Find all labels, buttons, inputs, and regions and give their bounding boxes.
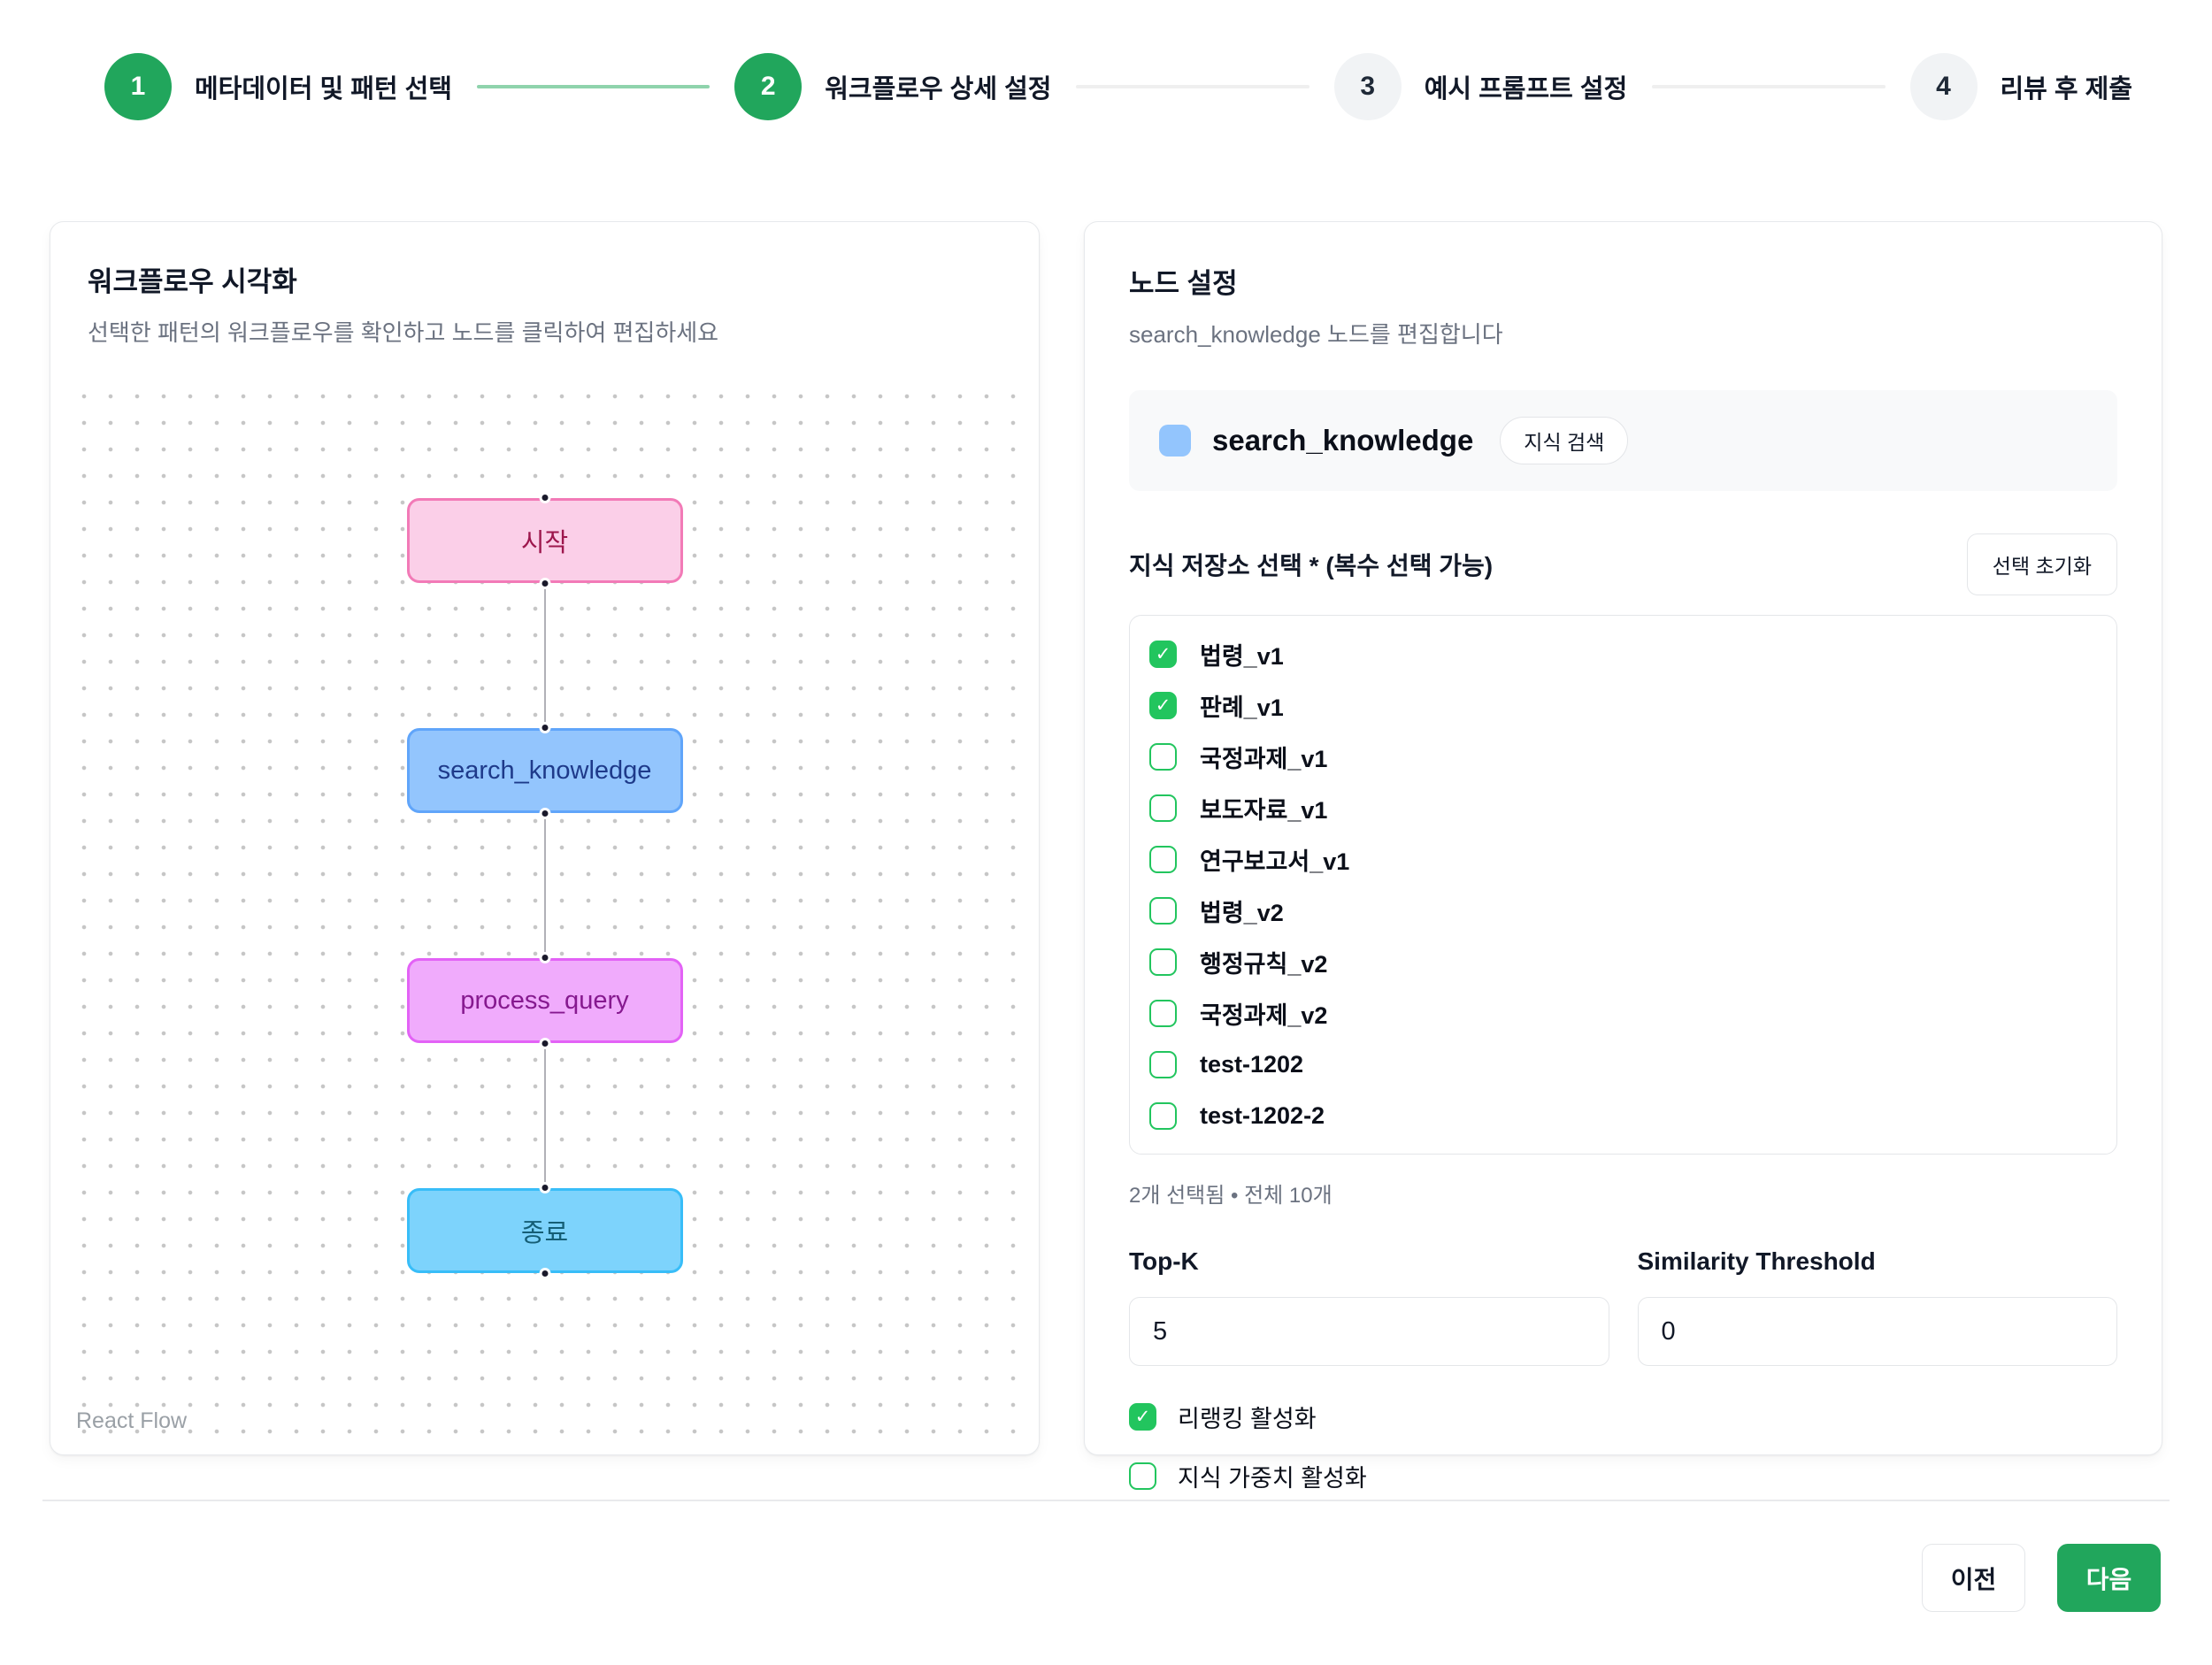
option-label: 법령_v2 [1200, 899, 1284, 926]
node-settings-subtitle: search_knowledge 노드를 편집합니다 [1129, 321, 1503, 348]
option-label: 보도자료_v1 [1200, 796, 1328, 824]
flow-node-search-knowledge[interactable]: search_knowledge [406, 722, 683, 819]
next-button[interactable]: 다음 [2057, 1544, 2161, 1612]
checkbox[interactable]: ✓ [1149, 1050, 1177, 1078]
checkbox[interactable]: ✓ [1149, 1101, 1177, 1130]
knowledge-store-option[interactable]: ✓ test-1202-2 [1149, 1090, 2097, 1141]
check-icon: ✓ [1155, 694, 1171, 716]
option-label: test-1202 [1200, 1050, 1304, 1078]
footer-divider [42, 1500, 2170, 1501]
flow-node-start[interactable]: 시작 [406, 492, 683, 589]
checkbox[interactable]: ✓ [1149, 948, 1177, 976]
option-label: 법령_v1 [1200, 642, 1284, 670]
edge-start-search[interactable] [543, 583, 546, 730]
check-icon: ✓ [1134, 1407, 1151, 1427]
node-settings-title: 노드 설정 [1129, 268, 1238, 299]
checkbox[interactable]: ✓ [1149, 691, 1177, 719]
workflow-panel-subtitle: 선택한 패턴의 워크플로우를 확인하고 노드를 클릭하여 편집하세요 [88, 319, 719, 346]
knowledge-store-option[interactable]: ✓ 법령_v2 [1149, 885, 2097, 936]
knowledge-store-section-label: 지식 저장소 선택 * (복수 선택 가능) [1129, 552, 1494, 579]
node-type-badge: 지식 검색 [1500, 417, 1629, 464]
step-label: 메타데이터 및 패턴 선택 [195, 75, 452, 104]
stepper-connector [1076, 85, 1310, 88]
step-label: 리뷰 후 제출 [2000, 75, 2133, 104]
node-label: search_knowledge [437, 756, 652, 785]
previous-button[interactable]: 이전 [1922, 1544, 2025, 1612]
topk-label: Top-K [1129, 1247, 1199, 1275]
node-handle-bottom[interactable] [539, 1268, 550, 1279]
checkbox[interactable]: ✓ [1149, 845, 1177, 873]
stepper-step-2[interactable]: 2 워크플로우 상세 설정 [734, 53, 1051, 120]
knowledge-store-option[interactable]: ✓ 법령_v1 [1149, 628, 2097, 679]
option-label: 연구보고서_v1 [1200, 848, 1350, 875]
node-handle-top[interactable] [539, 492, 550, 503]
checkbox[interactable]: ✓ [1149, 896, 1177, 925]
flow-node-process-query[interactable]: process_query [406, 952, 683, 1049]
selected-node-name: search_knowledge [1212, 424, 1474, 457]
edge-search-process[interactable] [543, 813, 546, 960]
check-icon: ✓ [1155, 643, 1171, 664]
node-color-swatch [1159, 425, 1191, 457]
step-number-badge: 1 [104, 53, 172, 120]
node-handle-bottom[interactable] [539, 578, 550, 589]
knowledge-store-option[interactable]: ✓ 행정규칙_v2 [1149, 936, 2097, 987]
topk-input[interactable] [1129, 1297, 1609, 1366]
node-handle-bottom[interactable] [539, 808, 550, 819]
step-number-badge: 4 [1909, 53, 1978, 120]
stepper-step-1[interactable]: 1 메타데이터 및 패턴 선택 [104, 53, 452, 120]
stepper-step-3[interactable]: 3 예시 프롬프트 설정 [1333, 53, 1628, 120]
similarity-threshold-label: Similarity Threshold [1637, 1247, 1876, 1275]
node-handle-top[interactable] [539, 1182, 550, 1193]
checkbox[interactable]: ✓ [1129, 1403, 1156, 1431]
node-label: process_query [460, 986, 629, 1015]
node-label: 종료 [520, 1219, 569, 1247]
node-handle-top[interactable] [539, 952, 550, 963]
checkbox[interactable]: ✓ [1149, 794, 1177, 822]
knowledge-store-list: ✓ 법령_v1 ✓ 판례_v1 ✓ 국정과제_v1 ✓ 보도자료_v1 ✓ 연구… [1129, 615, 2117, 1155]
knowledge-store-option[interactable]: ✓ 연구보고서_v1 [1149, 833, 2097, 885]
step-number-badge: 3 [1333, 53, 1402, 120]
knowledge-store-option[interactable]: ✓ test-1202 [1149, 1039, 2097, 1090]
step-label: 워크플로우 상세 설정 [825, 75, 1052, 104]
node-settings-panel: 노드 설정 search_knowledge 노드를 편집합니다 search_… [1084, 221, 2162, 1492]
knowledge-store-option[interactable]: ✓ 국정과제_v1 [1149, 731, 2097, 782]
reactflow-canvas[interactable]: 시작 search_knowledge process_query 종료 Rea… [62, 374, 1027, 1443]
flow-node-end[interactable]: 종료 [406, 1182, 683, 1279]
selected-node-card: search_knowledge 지식 검색 [1129, 390, 2117, 491]
option-label: 국정과제_v1 [1200, 745, 1328, 772]
node-handle-bottom[interactable] [539, 1038, 550, 1049]
option-label: 행정규칙_v2 [1200, 950, 1328, 978]
checkbox[interactable]: ✓ [1149, 742, 1177, 771]
toggle-label: 지식 가중치 활성화 [1178, 1465, 1367, 1492]
knowledge-weight-toggle[interactable]: ✓ 지식 가중치 활성화 [1129, 1459, 2117, 1493]
checkbox[interactable]: ✓ [1149, 999, 1177, 1027]
knowledge-store-option[interactable]: ✓ 국정과제_v2 [1149, 987, 2097, 1039]
workflow-panel-title: 워크플로우 시각화 [88, 266, 297, 297]
option-label: 국정과제_v2 [1200, 1001, 1328, 1029]
reactflow-attribution: React Flow [76, 1408, 188, 1433]
edge-process-end[interactable] [543, 1043, 546, 1190]
stepper-step-4[interactable]: 4 리뷰 후 제출 [1909, 53, 2133, 120]
stepper-connector [476, 85, 710, 88]
step-label: 예시 프롬프트 설정 [1424, 75, 1628, 104]
similarity-threshold-input[interactable] [1637, 1297, 2117, 1366]
node-label: 시작 [520, 529, 569, 557]
stepper: 1 메타데이터 및 패턴 선택 2 워크플로우 상세 설정 3 예시 프롬프트 … [0, 0, 2212, 120]
selection-summary: 2개 선택됨 • 전체 10개 [1129, 1184, 1333, 1208]
option-label: 판례_v1 [1200, 694, 1284, 721]
toggle-label: 리랭킹 활성화 [1178, 1406, 1317, 1432]
footer-actions: 이전 다음 [0, 1501, 2212, 1612]
workflow-visualization-panel: 워크플로우 시각화 선택한 패턴의 워크플로우를 확인하고 노드를 클릭하여 편… [50, 221, 1040, 1455]
option-label: test-1202-2 [1200, 1101, 1325, 1129]
checkbox[interactable]: ✓ [1149, 640, 1177, 668]
rerank-toggle[interactable]: ✓ 리랭킹 활성화 [1129, 1400, 2117, 1434]
stepper-connector [1652, 85, 1886, 88]
knowledge-store-option[interactable]: ✓ 보도자료_v1 [1149, 782, 2097, 833]
node-handle-top[interactable] [539, 722, 550, 733]
step-number-badge: 2 [734, 53, 803, 120]
checkbox[interactable]: ✓ [1129, 1462, 1156, 1490]
reset-selection-button[interactable]: 선택 초기화 [1966, 533, 2117, 595]
knowledge-store-option[interactable]: ✓ 판례_v1 [1149, 679, 2097, 731]
